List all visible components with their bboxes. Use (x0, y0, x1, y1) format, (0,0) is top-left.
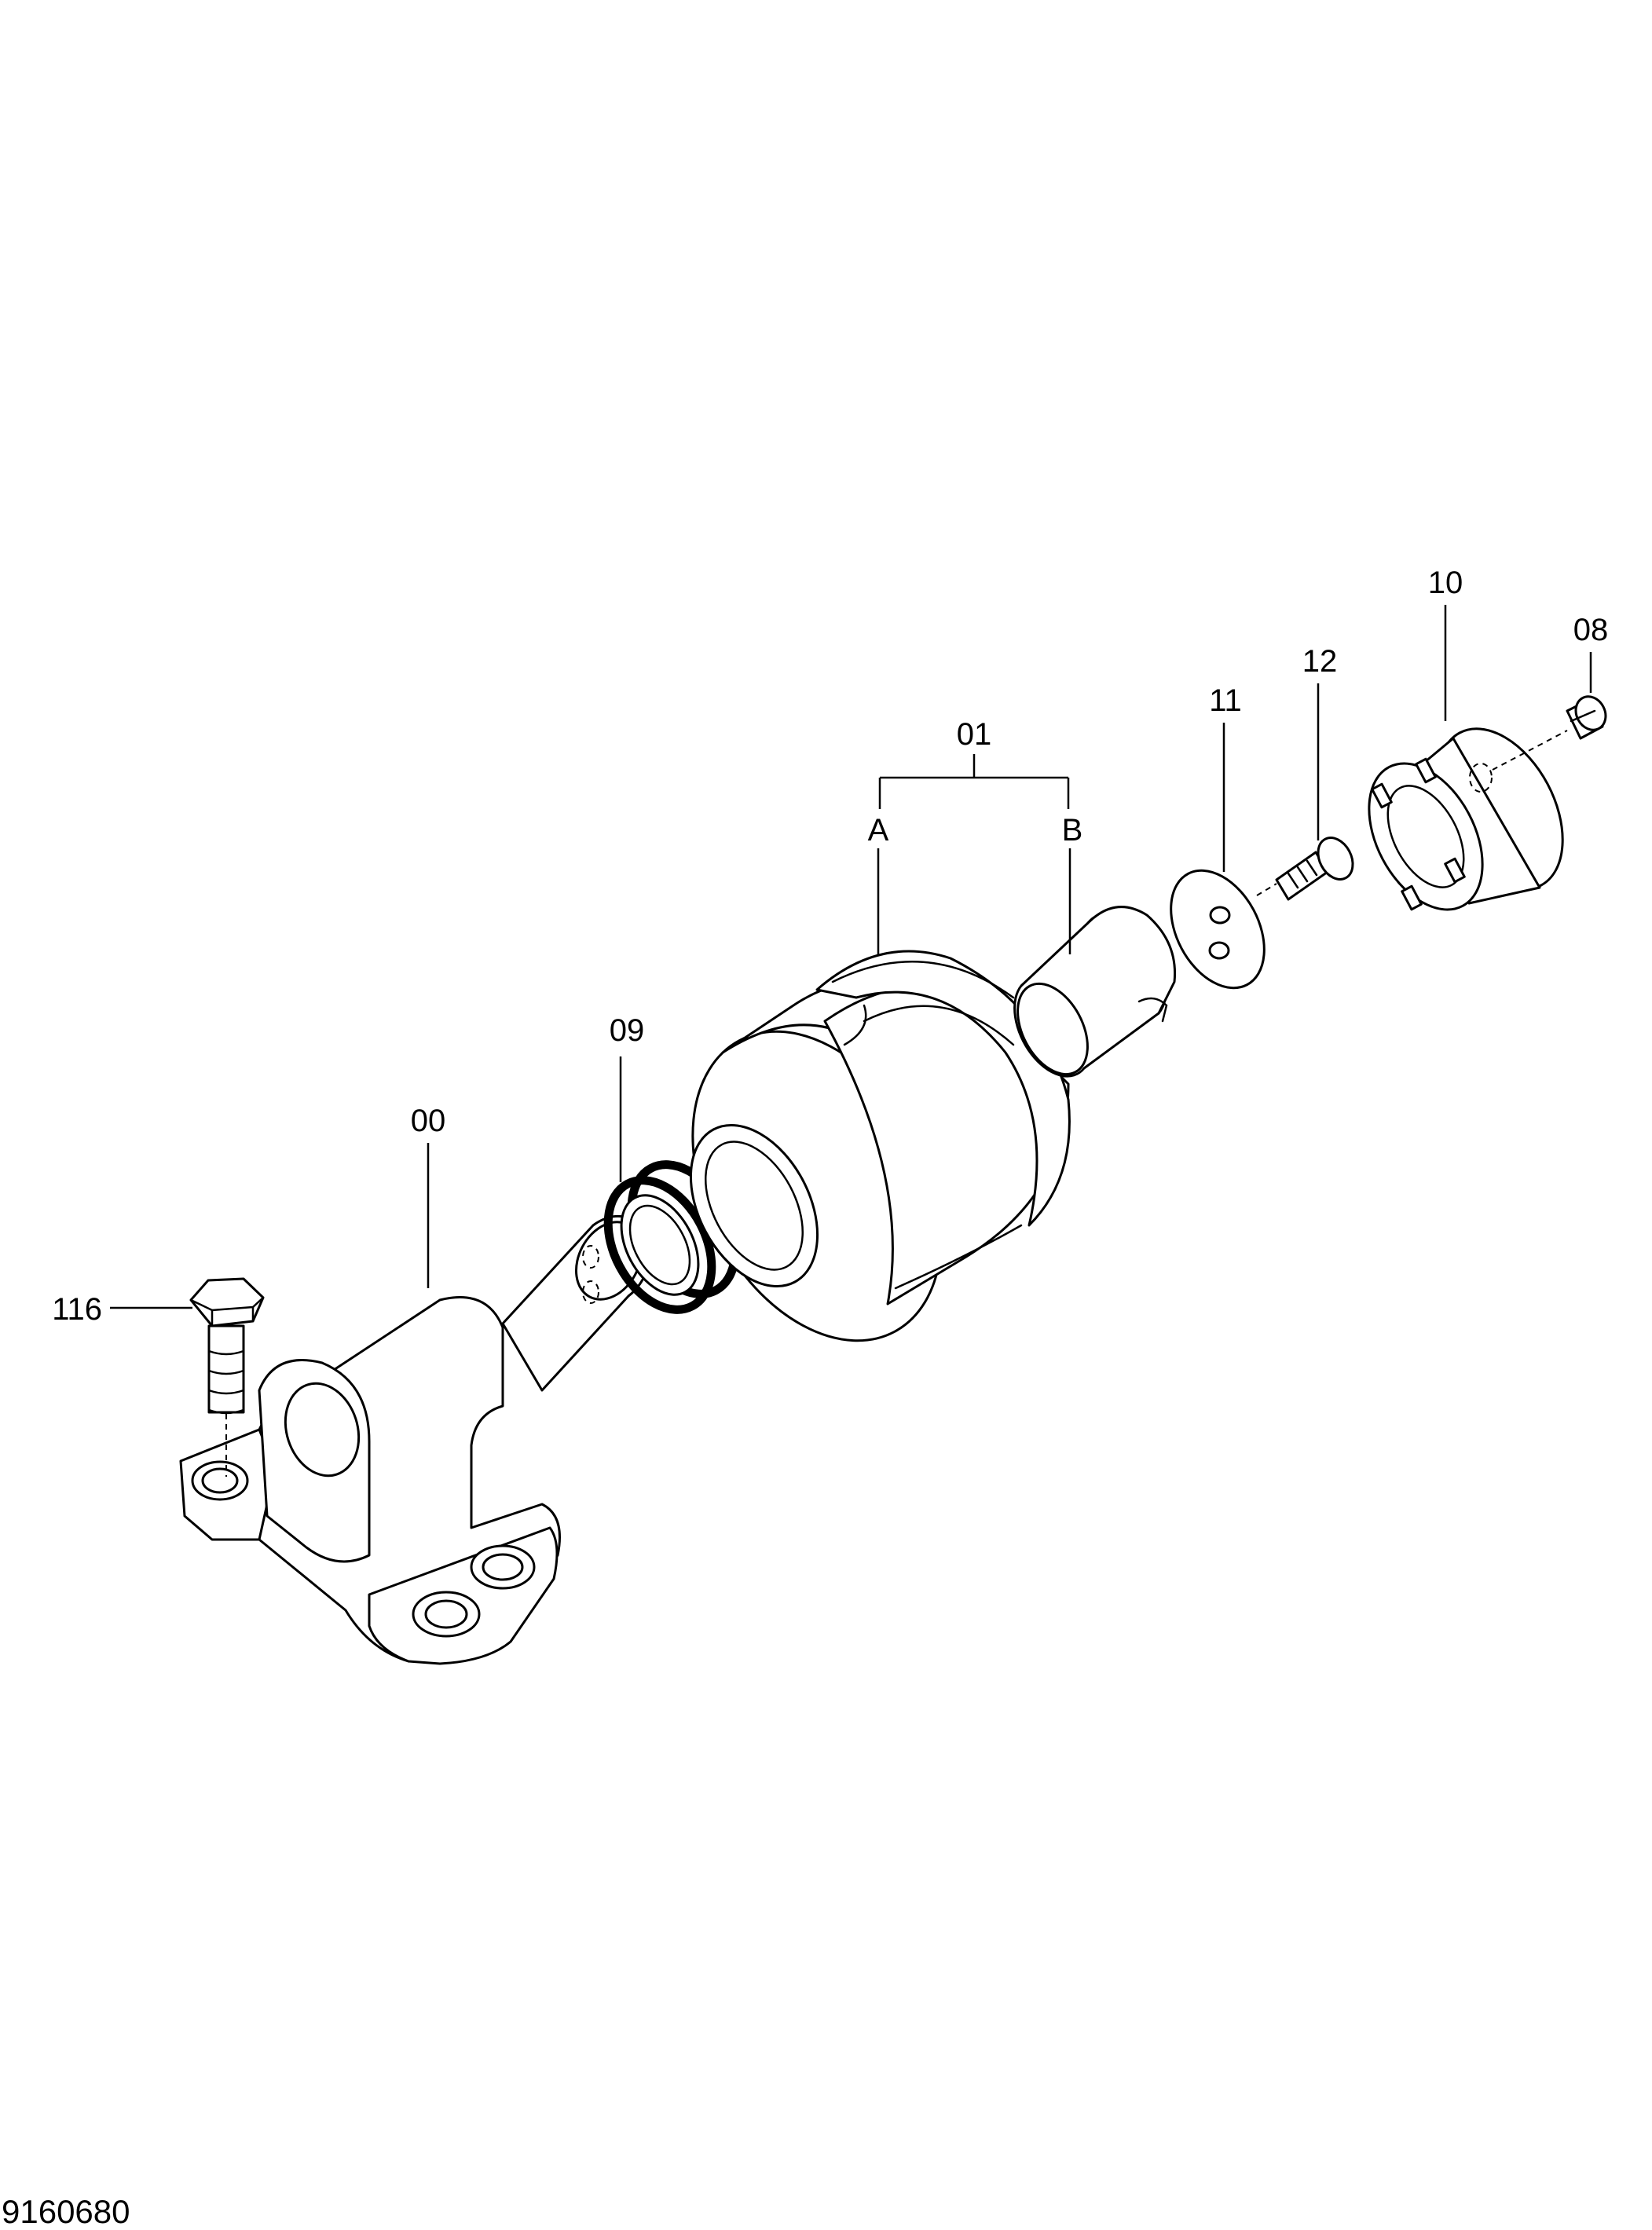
label-11: 11 (1209, 683, 1242, 718)
part-10-end-collar (1368, 727, 1568, 911)
label-01: 01 (957, 717, 992, 752)
part-12-screw (1256, 837, 1354, 901)
part-116-hex-bolt (189, 1277, 265, 1477)
label-12: 12 (1302, 644, 1338, 679)
part-00-bracket-shaft (179, 1214, 651, 1665)
label-10: 10 (1428, 566, 1463, 600)
label-116: 116 (52, 1292, 102, 1327)
part-01b-bushing (1013, 906, 1177, 1078)
label-a: A (868, 813, 889, 848)
part-01a-roller-shell (689, 950, 1071, 1342)
part-08-plug (1566, 695, 1607, 740)
label-08: 08 (1573, 613, 1609, 647)
part-09-seal-ring (603, 1160, 740, 1314)
label-b: B (1062, 813, 1083, 848)
part-11-thrust-washer (1170, 869, 1266, 990)
leader-lines (110, 605, 1592, 1309)
drawing-number: 9160680 (2, 2193, 130, 2230)
label-09: 09 (610, 1013, 645, 1048)
label-00: 00 (411, 1104, 446, 1138)
